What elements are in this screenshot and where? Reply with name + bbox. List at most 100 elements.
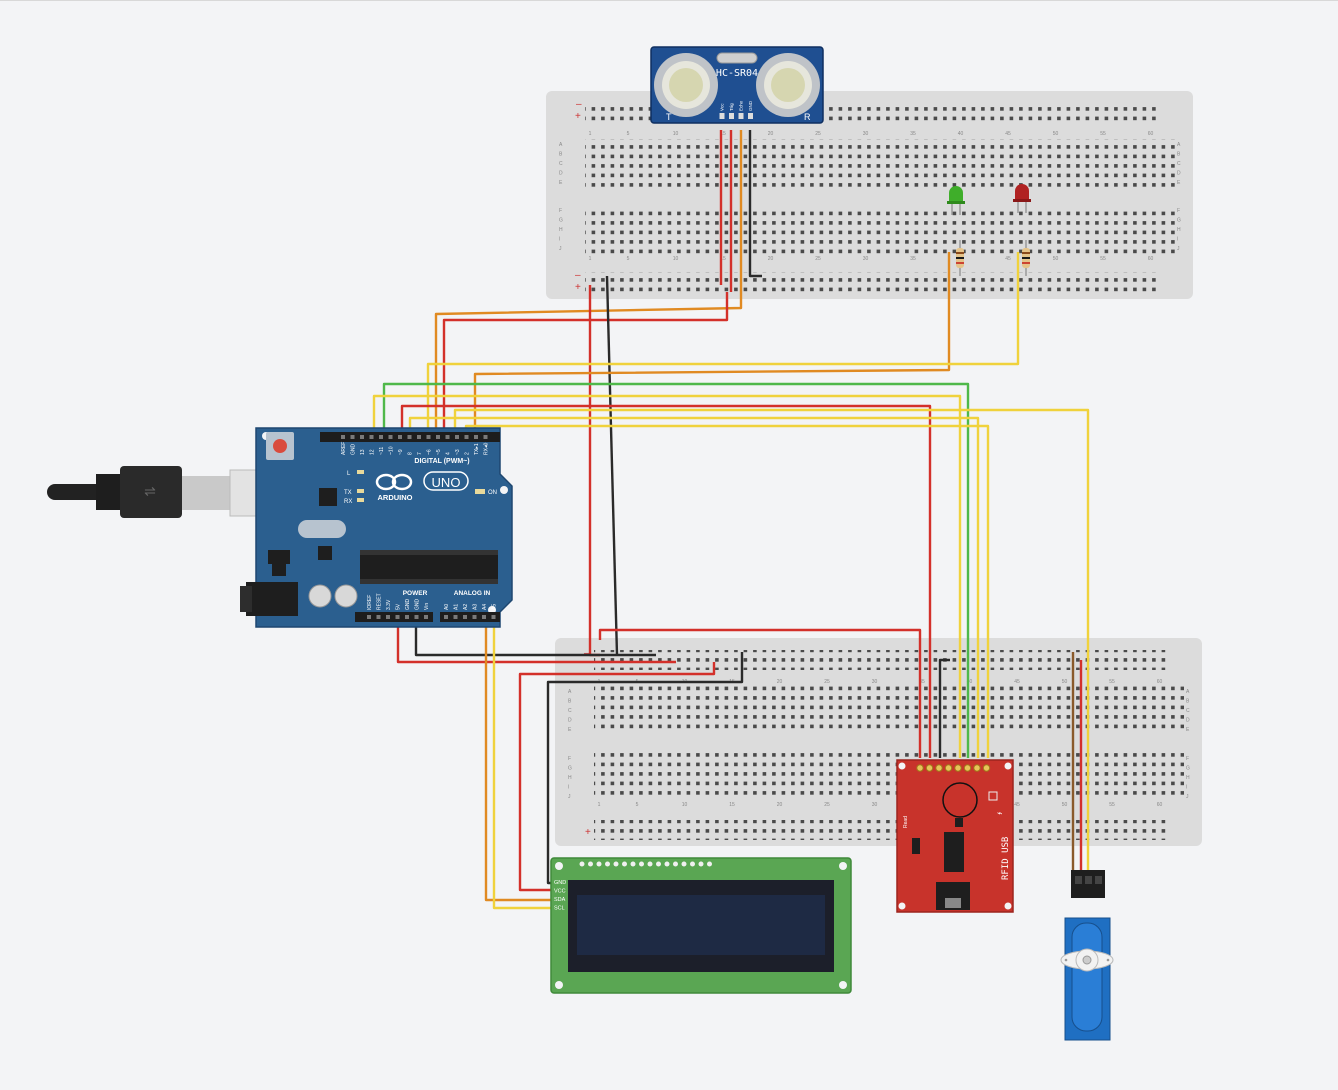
wire-rfid-yellow1 [372,394,962,758]
header-pin[interactable] [398,435,402,439]
header-pin[interactable] [426,435,431,439]
column-number: 30 [872,679,878,685]
sensor-name: HC-SR04 [716,68,758,79]
header-pin[interactable] [414,615,419,619]
column-number: 55 [1100,131,1106,137]
reset-button[interactable] [273,439,287,453]
pin-label: 2 [465,452,471,455]
pin-label: TX▸1 [474,443,480,455]
power-rail-bottom: – + [575,270,1160,293]
header-pin[interactable] [472,615,477,619]
row-letter: B [1186,699,1190,705]
pin-label: RX◂0 [484,443,490,455]
analog-label: ANALOG IN [454,590,491,597]
column-number: 60 [1157,802,1163,808]
lcd-header-pin [707,861,712,867]
pin-label: GND [351,444,357,456]
column-number: 55 [1109,802,1115,808]
svg-text:+: + [585,827,591,838]
header-pin[interactable] [379,435,383,439]
row-letter: H [559,227,563,233]
led-red[interactable] [1013,184,1031,213]
column-number: 15 [729,802,735,808]
sensor-pin-label: GND [748,100,753,111]
row-letter: C [1177,161,1181,167]
header-pin[interactable] [395,615,400,619]
wire-rfid-gnd [938,658,950,758]
row-letter: G [1186,766,1190,772]
lcd-pin-label: SDA [554,897,566,903]
header-pin[interactable] [417,435,421,439]
header-pin[interactable] [463,615,467,619]
header-pin[interactable] [464,435,469,439]
column-number: 10 [673,256,679,262]
column-number: 60 [1157,679,1163,685]
column-number: 20 [777,802,783,808]
lcd-header-pin [690,861,695,867]
row-letter: F [568,756,571,762]
antenna-icon: ⌁ [997,808,1002,818]
read-label: Read [903,816,909,828]
header-pin[interactable] [455,435,459,439]
row-letter: C [559,161,563,167]
header-pin[interactable] [482,615,486,619]
pin-label: 12 [370,449,376,455]
header-pin[interactable] [407,435,412,439]
column-number: 50 [1053,256,1059,262]
led-green[interactable] [947,186,965,215]
header-pin[interactable] [405,615,409,619]
lcd-header-pin [622,861,627,867]
pin-label: A3 [473,604,479,610]
column-number: 45 [1014,802,1020,808]
row-letter: F [1177,208,1180,214]
lcd-screen [577,895,825,955]
svg-text:+: + [575,111,581,122]
header-pin[interactable] [483,435,488,439]
header-pin[interactable] [444,615,448,619]
column-number: 25 [824,679,830,685]
pin-label: A1 [454,604,460,610]
column-number: 5 [627,131,630,137]
wire-echo-arduino [442,292,729,436]
header-pin[interactable] [376,615,381,619]
header-pin[interactable] [491,615,496,619]
column-number: 1 [589,131,592,137]
resistor-green-led[interactable] [956,240,964,276]
column-number: 30 [863,131,869,137]
header-pin[interactable] [436,435,440,439]
header-pin[interactable] [453,615,458,619]
column-number: 35 [910,131,916,137]
header-pin[interactable] [341,435,345,439]
servo-motor[interactable] [1060,870,1114,1041]
header-pin[interactable] [474,435,478,439]
svg-text:–: – [584,648,590,659]
header-pin[interactable] [388,435,393,439]
model-label: UNO [432,475,461,490]
header-pin[interactable] [369,435,374,439]
header-pin[interactable] [360,435,364,439]
row-letter: B [559,152,563,158]
resistor-red-led[interactable] [1022,240,1030,276]
pin-label: ~3 [455,449,461,455]
rfid-pin [925,764,934,772]
header-pin[interactable] [424,615,428,619]
pin-label: ~6 [427,449,433,455]
header-pin[interactable] [445,435,450,439]
row-letter: I [1177,237,1178,243]
rfid-usb-reader[interactable]: Read RFID USB ⌁ [896,759,1014,913]
header-pin[interactable] [386,615,390,619]
breadboard-bottom: – + 115510101515202025253030353540404545… [555,638,1202,846]
rfid-pin [963,764,972,772]
header-pin[interactable] [350,435,355,439]
lcd-header-pin [647,861,653,867]
row-letter: E [1177,180,1181,186]
column-number: 40 [967,679,973,685]
header-pin[interactable] [367,615,371,619]
pin-label: A4 [482,604,488,610]
usb-icon: ⇌ [144,483,156,499]
column-number: 25 [824,802,830,808]
